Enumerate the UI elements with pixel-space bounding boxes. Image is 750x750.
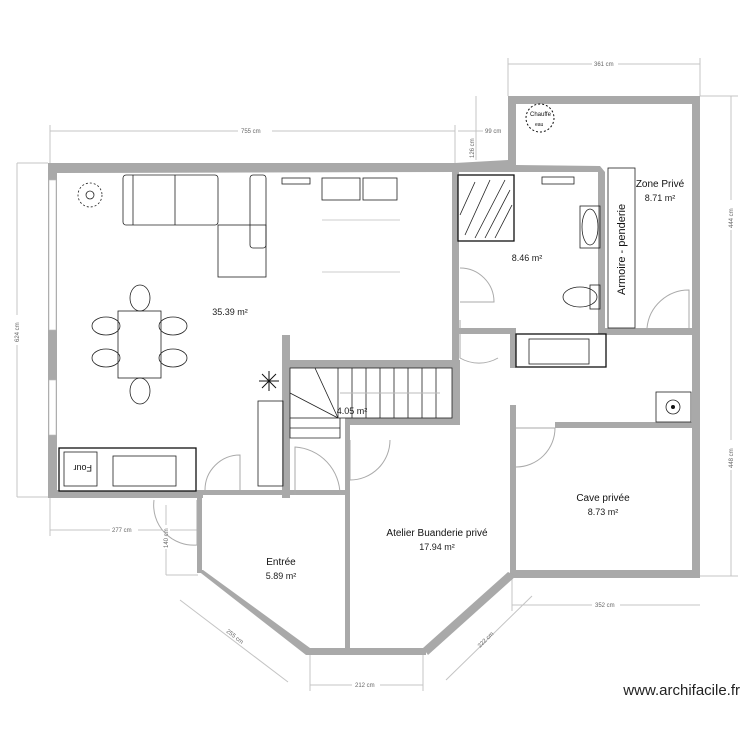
dim-diag-left: 255 cm [225, 629, 244, 646]
walls [48, 96, 700, 655]
cabinet-icon [321, 177, 361, 201]
dim-bottom-right: 352 cm [595, 603, 615, 609]
dim-right-upper: 444 cm [729, 208, 735, 228]
dim-bottom-left: 277 cm [112, 528, 132, 534]
doors [153, 267, 690, 546]
watermark: www.archifacile.fr [623, 682, 740, 699]
bathroom-area: 8.46 m² [512, 253, 543, 263]
furniture: Four Armoire - penderie Chauffe eau [58, 103, 692, 492]
sink-icon [112, 455, 177, 487]
dining-table-icon [91, 284, 188, 405]
utility-sink [515, 333, 607, 368]
dim-diag-right: 222 cm [477, 631, 495, 649]
atelier-area: 17.94 m² [419, 542, 455, 552]
snowflake-icon [259, 371, 279, 391]
dim-left: 624 cm [15, 322, 21, 342]
water-heater-label-2: eau [535, 122, 544, 128]
radiator-icon [541, 176, 575, 185]
wardrobe-icon [607, 167, 636, 329]
dim-top-small: 99 cm [485, 129, 501, 135]
stairs-area: 4.05 m² [337, 406, 368, 416]
drain-icon [655, 391, 692, 423]
kitchen-counter [58, 447, 197, 492]
dim-right-lower: 448 cm [729, 448, 735, 468]
toilet-icon [562, 286, 598, 308]
dim-top-left: 755 cm [241, 129, 261, 135]
dim-top-right: 361 cm [594, 62, 614, 68]
dimension-lines [16, 58, 738, 691]
dim-top-vertical: 126 cm [470, 138, 476, 158]
oven-icon [63, 451, 98, 487]
water-heater-label-1: Chauffe [530, 112, 552, 118]
plant-icon [77, 182, 103, 208]
living-area: 35.39 m² [212, 307, 248, 317]
radiator-icon [281, 177, 311, 185]
fridge-icon [257, 400, 284, 487]
cave-name: Cave privée [576, 493, 630, 504]
sofa-icon [122, 174, 267, 278]
staircase-icon [289, 367, 453, 439]
oven-label: Four [73, 463, 92, 473]
zone-prive-name: Zone Privé [636, 179, 685, 190]
dim-entry-vertical: 140 cm [164, 528, 170, 548]
dimension-labels: 755 cm 99 cm 126 cm 361 cm 624 cm 444 cm… [13, 60, 735, 689]
water-heater-icon [525, 103, 555, 133]
wardrobe-label: Armoire - penderie [616, 204, 628, 295]
cave-area: 8.73 m² [588, 507, 619, 517]
dim-bottom-mid: 212 cm [355, 683, 375, 689]
atelier-name: Atelier Buanderie privé [386, 528, 488, 539]
washbasin-icon [579, 205, 601, 249]
entree-area: 5.89 m² [266, 571, 297, 581]
room-labels: 35.39 m² 8.46 m² Zone Privé 8.71 m² 4.05… [212, 179, 684, 581]
entree-name: Entrée [266, 557, 296, 568]
zone-prive-area: 8.71 m² [645, 193, 676, 203]
